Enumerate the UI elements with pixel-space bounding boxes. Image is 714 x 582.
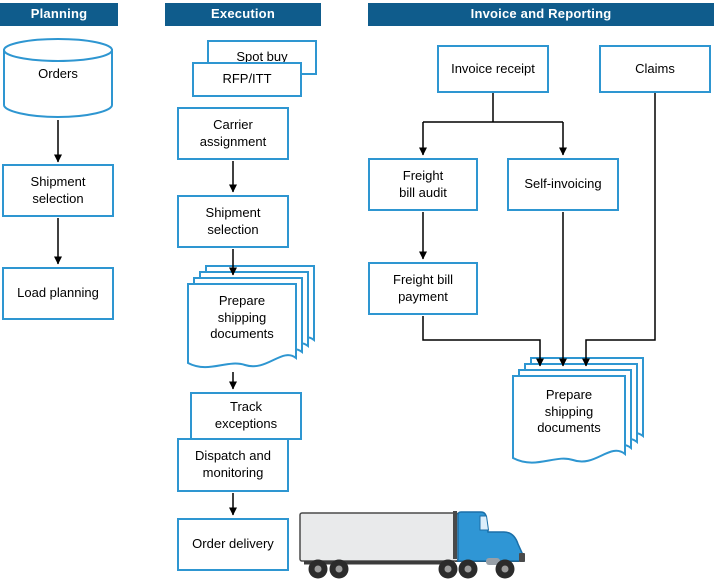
claims-label: Claims	[635, 60, 675, 76]
truck-cab	[457, 511, 525, 562]
truck-illustration	[299, 511, 525, 579]
orders-shape-label-area: Orders	[2, 44, 114, 104]
truck-fuel-tank	[486, 558, 500, 565]
execution-shipment-selection-label: Shipment selection	[205, 204, 261, 237]
freight-bill-payment-label: Freight bill payment	[393, 271, 453, 304]
truck-bumper	[519, 553, 525, 562]
truck-underframe	[304, 561, 454, 565]
load-planning-label: Load planning	[17, 285, 99, 301]
execution-header-label: Execution	[211, 6, 275, 22]
planning-shipment-selection-box: Shipment selection	[2, 164, 114, 217]
execution-prepare-documents-label: Prepare shipping documents	[210, 293, 274, 342]
invoice-receipt-box: Invoice receipt	[437, 45, 549, 93]
track-exceptions-box: Track exceptions	[190, 392, 302, 440]
truck-exhaust	[453, 511, 457, 559]
orders-label: Orders	[38, 65, 78, 81]
execution-header: Execution	[165, 3, 321, 26]
freight-bill-audit-label: Freight bill audit	[399, 167, 447, 200]
order-delivery-box: Order delivery	[177, 518, 289, 571]
truck-wheels	[308, 559, 515, 579]
order-delivery-label: Order delivery	[192, 536, 274, 552]
freight-bill-payment-box: Freight bill payment	[368, 262, 478, 315]
planning-header-label: Planning	[30, 6, 88, 22]
rfp-itt-box: RFP/ITT	[192, 62, 302, 97]
invoice-prepare-documents-label: Prepare shipping documents	[537, 387, 601, 436]
dispatch-and-monitoring-box: Dispatch and monitoring	[177, 438, 289, 492]
rfp-itt-label: RFP/ITT	[222, 71, 272, 87]
truck-window	[479, 515, 490, 531]
execution-shipment-selection-box: Shipment selection	[177, 195, 289, 248]
carrier-assignment-label: Carrier assignment	[199, 116, 267, 149]
freight-bill-audit-box: Freight bill audit	[368, 158, 478, 211]
planning-header: Planning	[0, 3, 118, 26]
execution-prepare-documents-label-area: Prepare shipping documents	[188, 290, 296, 346]
claims-box: Claims	[599, 45, 711, 93]
self-invoicing-label: Self-invoicing	[524, 176, 602, 192]
carrier-assignment-box: Carrier assignment	[177, 107, 289, 160]
invoice-receipt-label: Invoice receipt	[451, 60, 535, 76]
invoice-reporting-header-label: Invoice and Reporting	[470, 6, 612, 22]
invoice-prepare-documents-label-area: Prepare shipping documents	[513, 384, 625, 440]
planning-shipment-selection-label: Shipment selection	[30, 173, 86, 206]
truck-trailer	[299, 512, 459, 562]
arrow-claims-to-documents	[582, 93, 656, 367]
self-invoicing-box: Self-invoicing	[507, 158, 619, 211]
orders-cylinder	[3, 38, 113, 119]
invoice-reporting-header: Invoice and Reporting	[368, 3, 714, 26]
line-invoice-receipt-split	[423, 93, 563, 123]
dispatch-and-monitoring-label: Dispatch and monitoring	[195, 448, 271, 480]
spot-buy-label: Spot buy	[236, 49, 288, 65]
track-exceptions-label: Track exceptions	[214, 399, 278, 431]
load-planning-box: Load planning	[2, 267, 114, 320]
